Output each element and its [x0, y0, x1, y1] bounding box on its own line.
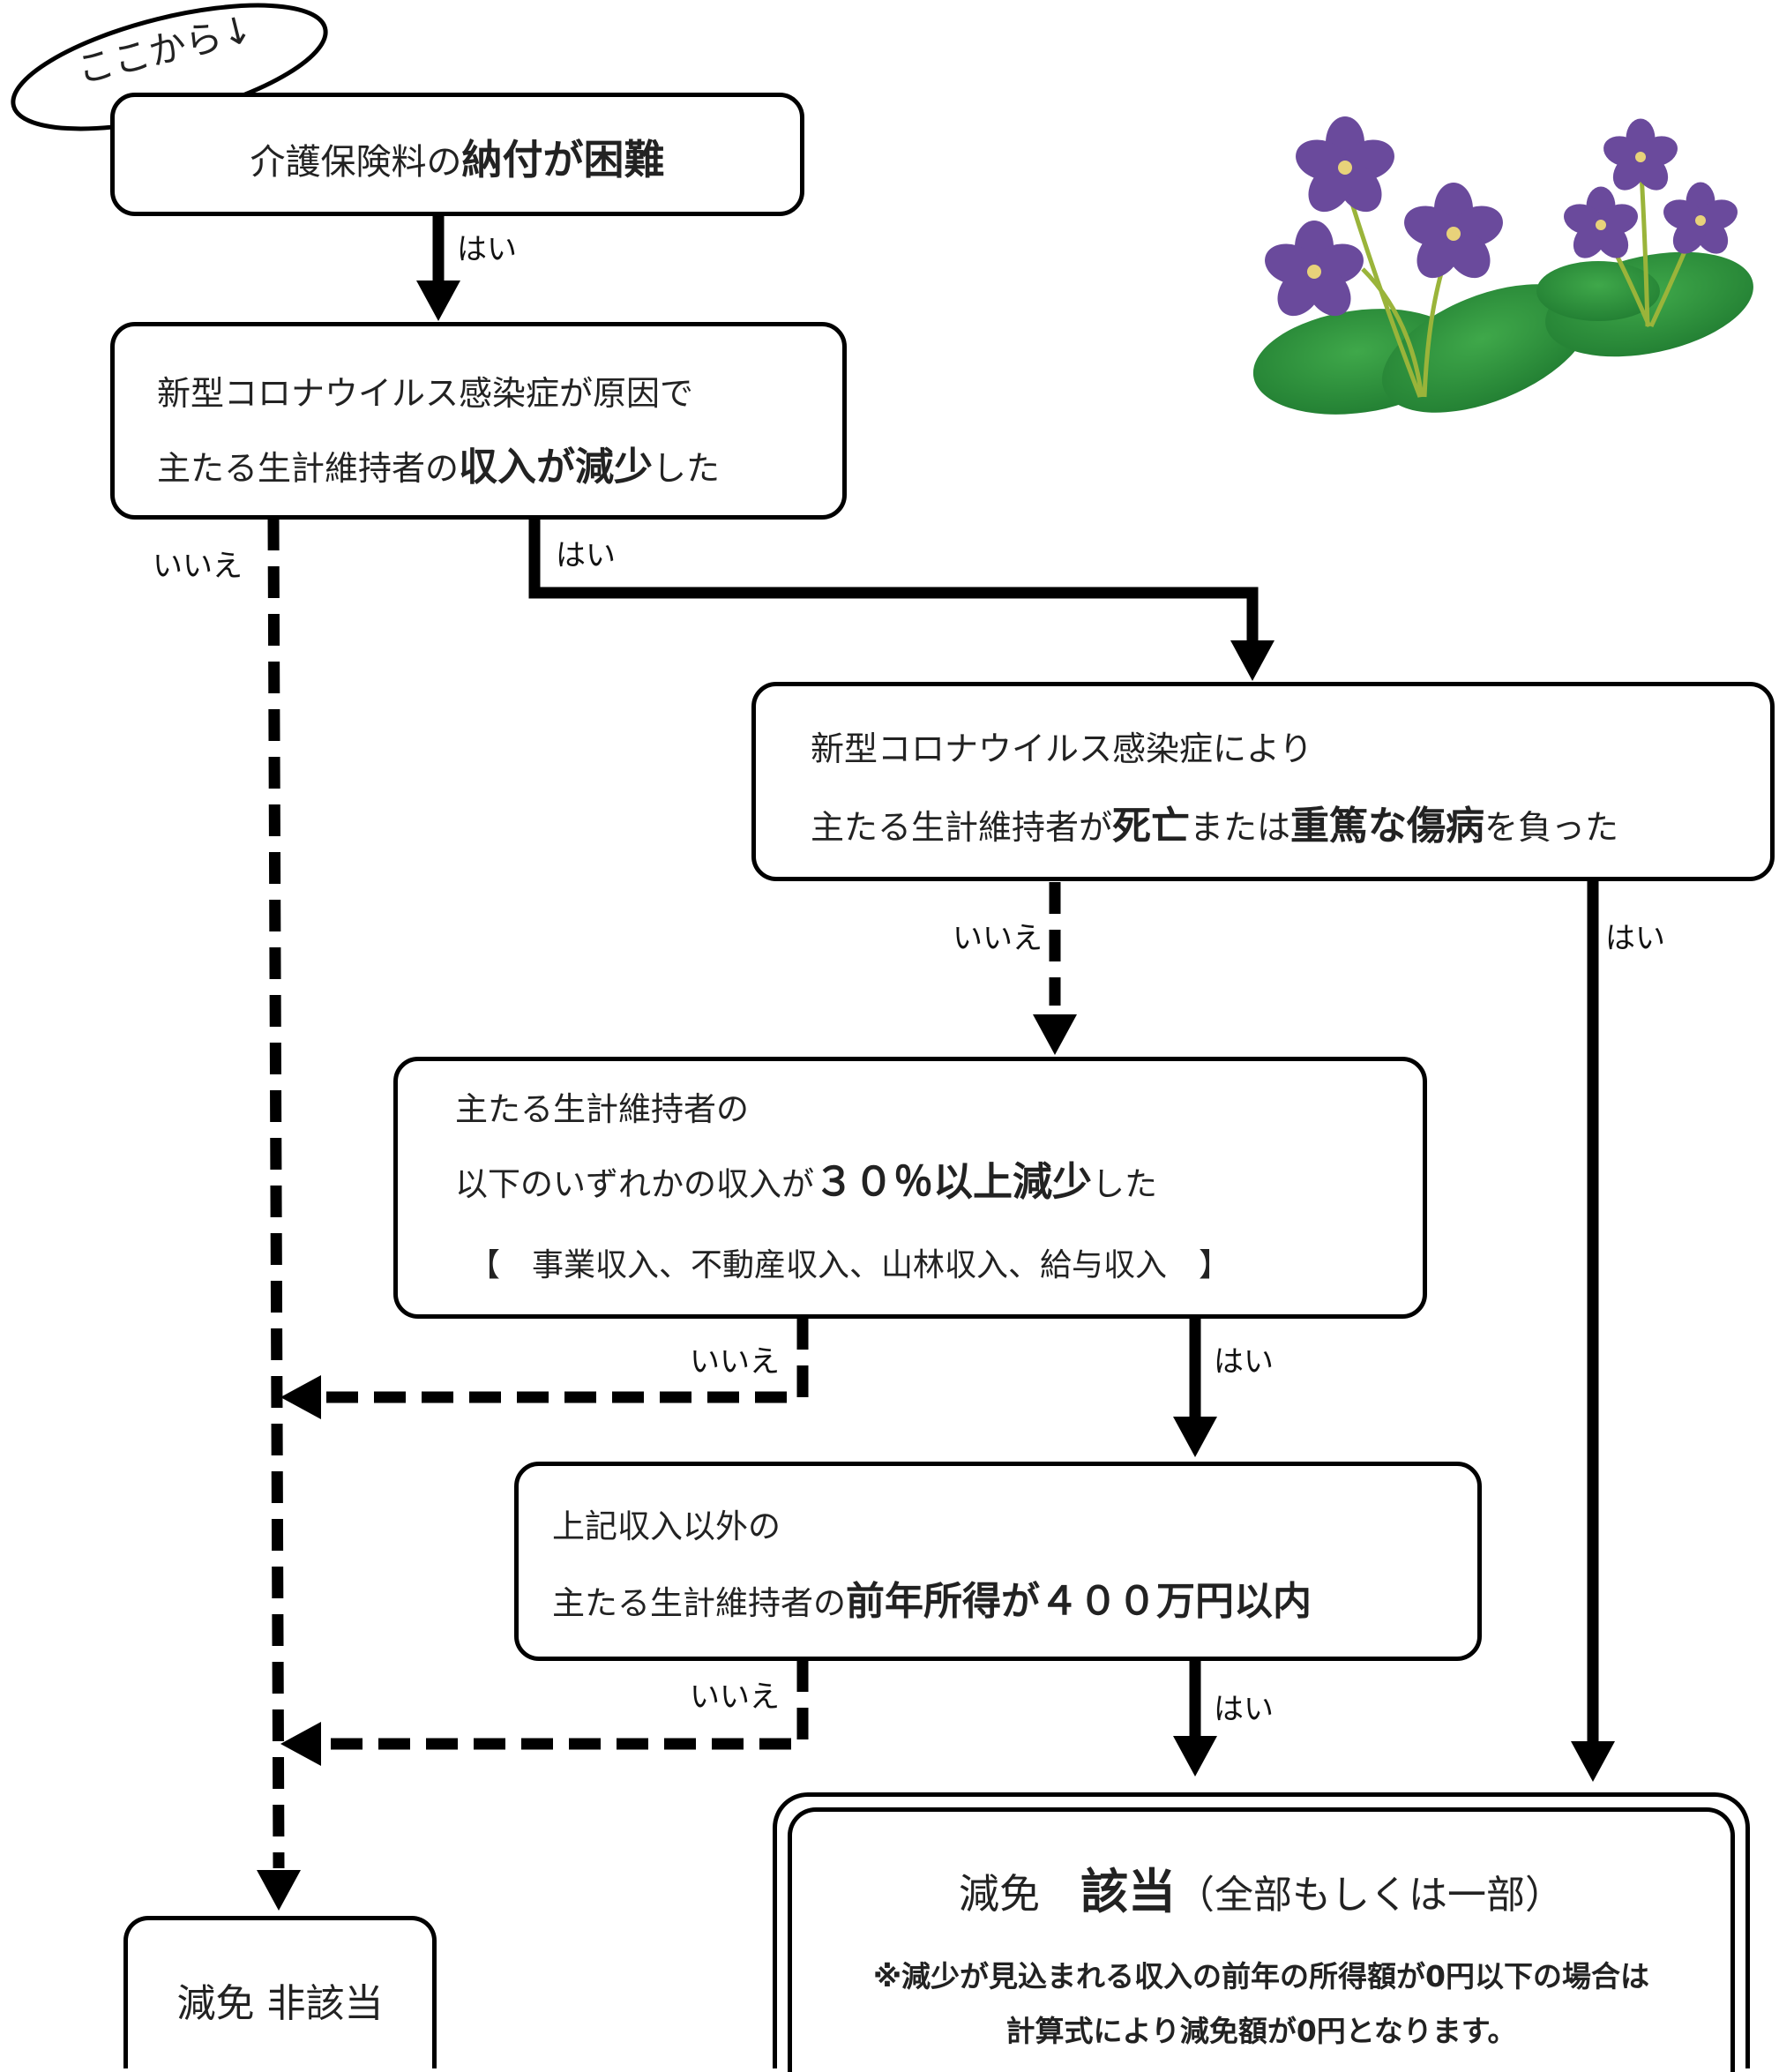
q2-emphasis: 収入が減少	[459, 445, 654, 490]
q3-line1: 新型コロナウイルス感染症により	[811, 729, 1313, 768]
arrowhead	[1173, 1417, 1217, 1457]
edge-label-yes: はい	[1214, 1692, 1274, 1727]
arrowhead	[416, 281, 460, 321]
q1-text: 介護保険料の	[250, 142, 462, 183]
arrowhead	[257, 1870, 301, 1911]
q4-line2-tail: した	[1092, 1165, 1158, 1203]
result-note-2: 計算式により減免額が0円となります。	[1005, 2014, 1517, 2048]
result-note-1: ※減少が見込まれる収入の前年の所得額が0円以下の場合は	[872, 1959, 1650, 1993]
edge-q5-no	[318, 1660, 809, 1750]
arrowhead	[280, 1722, 321, 1766]
result-title-tail: （全部もしくは一部）	[1176, 1873, 1564, 1918]
decision-death-or-illness: 新型コロナウイルス感染症により 主たる生計維持者が死亡または重篤な傷病を負った	[751, 682, 1775, 881]
edge-label-yes: はい	[1605, 921, 1665, 956]
q3-line2-tail: を負った	[1484, 808, 1619, 847]
edge-label-yes: はい	[556, 538, 616, 573]
q4-emphasis: ３０％以上減少	[814, 1158, 1093, 1205]
result-not-eligible-label: 減免 非該当	[176, 1981, 384, 2026]
edge-label-yes: はい	[457, 232, 517, 267]
q1-emphasis: 納付が困難	[461, 136, 665, 183]
edge-label-no: いいえ	[953, 921, 1043, 956]
result-not-eligible: 減免 非該当	[123, 1916, 437, 2068]
q2-line1: 新型コロナウイルス感染症が原因で	[157, 374, 694, 413]
q4-line2-text: 以下のいずれかの収入が	[455, 1165, 814, 1203]
decision-income-decrease: 新型コロナウイルス感染症が原因で 主たる生計維持者の収入が減少した	[110, 322, 847, 520]
edge-no-trunk	[267, 518, 285, 1869]
decision-payment-difficulty: 介護保険料の納付が困難	[110, 93, 804, 216]
q3-emphasis-death: 死亡	[1112, 804, 1191, 849]
edge-label-no: いいえ	[153, 549, 243, 584]
q2-line2-text: 主たる生計維持者の	[157, 449, 460, 488]
result-title-emphasis: 該当	[1080, 1864, 1176, 1919]
q5-line1: 上記収入以外の	[552, 1507, 781, 1545]
arrowhead	[1173, 1736, 1217, 1777]
result-title-text: 減免	[959, 1870, 1080, 1918]
edge-label-no: いいえ	[690, 1344, 780, 1380]
violet-flowers-illustration	[1252, 116, 1753, 415]
arrowhead	[1033, 1014, 1077, 1055]
q4-income-types: 【 事業収入、不動産収入、山林収入、給与収入 】	[468, 1247, 1231, 1283]
edge-label-no: いいえ	[690, 1679, 780, 1715]
decision-prior-income: 上記収入以外の 主たる生計維持者の前年所得が４００万円以内	[514, 1462, 1482, 1661]
arrowhead	[280, 1375, 321, 1419]
edge-q4-no	[318, 1318, 809, 1403]
q3-line2-text: 主たる生計維持者が	[811, 808, 1113, 847]
decision-income-30pct: 主たる生計維持者の 以下のいずれかの収入が３０％以上減少した 【 事業収入、不動…	[393, 1057, 1427, 1319]
q3-emphasis-illness: 重篤な傷病	[1290, 804, 1485, 849]
q5-line2-text: 主たる生計維持者の	[552, 1584, 846, 1622]
q4-line1: 主たる生計維持者の	[455, 1090, 749, 1128]
arrowhead	[1230, 640, 1274, 681]
q5-emphasis: 前年所得が４００万円以内	[846, 1579, 1312, 1624]
arrowhead	[1571, 1741, 1615, 1782]
result-eligible-outer: 減免 該当（全部もしくは一部） ※減少が見込まれる収入の前年の所得額が0円以下の…	[773, 1792, 1750, 2072]
result-eligible: 減免 該当（全部もしくは一部） ※減少が見込まれる収入の前年の所得額が0円以下の…	[788, 1807, 1735, 2072]
q3-line2-or: または	[1190, 808, 1291, 847]
q2-line2-tail: した	[653, 449, 721, 488]
edge-label-yes: はい	[1214, 1344, 1274, 1380]
edge-q2-q3	[528, 519, 1259, 644]
